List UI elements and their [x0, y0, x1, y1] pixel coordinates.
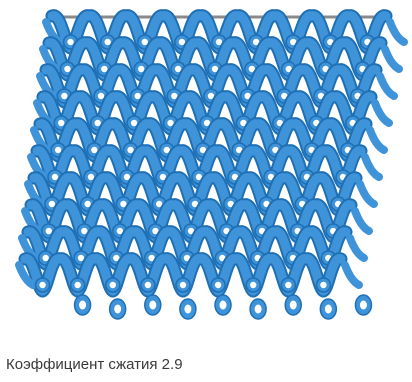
- compression-ratio-caption: Коэффициент сжатия 2.9: [6, 356, 183, 373]
- mesh-loop-hole: [149, 300, 157, 310]
- mesh-loop-hole: [184, 304, 192, 314]
- mesh-loop-hole: [219, 300, 227, 310]
- mesh-loop-hole: [289, 300, 297, 310]
- mesh-loop-hole: [79, 300, 87, 310]
- mesh-loop-hole: [254, 304, 262, 314]
- mesh-layer: [15, 252, 363, 298]
- mesh-loop-hole: [324, 304, 332, 314]
- mesh-loop-hole: [359, 300, 367, 310]
- mesh-loop-hole: [114, 304, 122, 314]
